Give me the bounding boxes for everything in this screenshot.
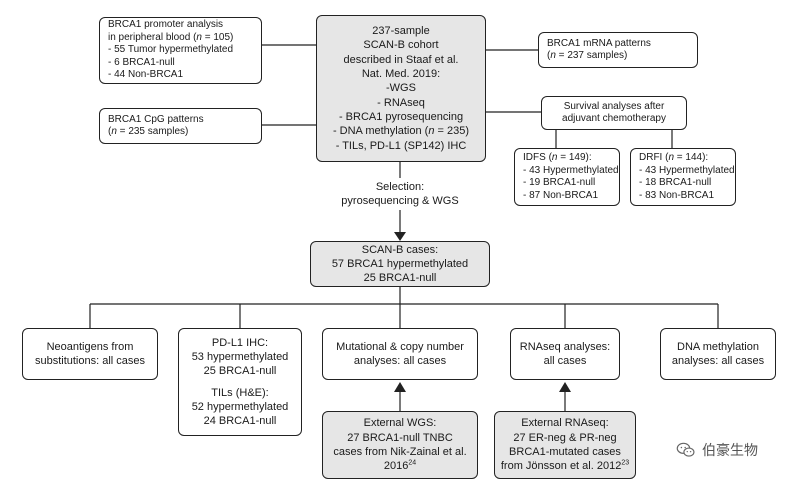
rnaseq-line-1: RNAseq analyses: <box>519 340 611 353</box>
cohort-line-5: -WGS <box>386 82 416 95</box>
cohort-line-6: - RNAseq <box>377 96 425 109</box>
ext-rnaseq-line-2: 27 ER-neg & PR-neg <box>513 431 617 444</box>
tils-line-1: TILs (H&E): <box>211 386 269 399</box>
neoantigens-line-1: Neoantigens from <box>46 340 134 353</box>
mutational-box: Mutational & copy number analyses: all c… <box>322 328 478 380</box>
idfs-box: IDFS (n = 149): - 43 Hypermethylated - 1… <box>514 148 620 206</box>
drfi-box: DRFI (n = 144): - 43 Hypermethylated - 1… <box>630 148 736 206</box>
promoter-line-5: - 44 Non-BRCA1 <box>108 69 184 81</box>
drfi-line-1: DRFI (n = 144): <box>639 152 709 163</box>
mrna-line-1: BRCA1 mRNA patterns <box>547 37 651 49</box>
ext-wgs-line-1: External WGS: <box>363 417 437 430</box>
external-rnaseq-box: External RNAseq: 27 ER-neg & PR-neg BRCA… <box>494 411 636 479</box>
watermark-text: 伯豪生物 <box>702 442 758 458</box>
pdl1-line-3: 25 BRCA1-null <box>203 365 277 378</box>
ext-wgs-line-4: 201624 <box>384 459 416 473</box>
ext-rnaseq-line-1: External RNAseq: <box>521 417 609 430</box>
dnameth-line-1: DNA methylation <box>677 340 759 353</box>
wechat-icon <box>676 442 695 457</box>
ext-rnaseq-line-4: from Jönsson et al. 201223 <box>501 459 629 473</box>
cohort-line-1: 237-sample <box>372 25 430 38</box>
tils-line-3: 24 BRCA1-null <box>203 415 277 428</box>
cpg-line-1: BRCA1 CpG patterns <box>108 113 204 125</box>
mrna-line-2: (n = 237 samples) <box>547 50 628 61</box>
promoter-line-3: - 55 Tumor hypermethylated <box>108 44 234 56</box>
ext-wgs-line-3: cases from Nik-Zainal et al. <box>333 446 467 458</box>
pdl1-line-2: 53 hypermethylated <box>191 350 289 363</box>
scanb-line-3: 25 BRCA1-null <box>363 272 437 285</box>
cohort-line-7: - BRCA1 pyrosequencing <box>338 110 464 123</box>
pdl1-line-1: PD-L1 IHC: <box>211 336 269 349</box>
cohort-line-3: described in Staaf et al. <box>343 53 459 66</box>
survival-line-2: adjuvant chemotherapy <box>562 113 666 124</box>
scanb-cases-box: SCAN-B cases: 57 BRCA1 hypermethylated 2… <box>310 241 490 287</box>
cpg-line-2: (n = 235 samples) <box>108 126 189 137</box>
cohort-line-2: SCAN-B cohort <box>363 39 439 52</box>
watermark: 伯豪生物 <box>676 440 758 460</box>
ext-wgs-ref: 24 <box>408 459 417 467</box>
scanb-line-2: 57 BRCA1 hypermethylated <box>331 257 469 270</box>
ext-wgs-year: 2016 <box>383 460 409 473</box>
scanb-cohort-box: 237-sample SCAN-B cohort described in St… <box>316 15 486 162</box>
cohort-line-9: - TILs, PD-L1 (SP142) IHC <box>335 139 467 152</box>
ext-rnaseq-last: from Jönsson et al. 2012 <box>500 460 622 473</box>
ext-rnaseq-ref: 23 <box>621 459 630 467</box>
neoantigens-box: Neoantigens from substitutions: all case… <box>22 328 158 380</box>
ext-wgs-line-2: 27 BRCA1-null TNBC <box>347 431 453 444</box>
dna-methylation-box: DNA methylation analyses: all cases <box>660 328 776 380</box>
idfs-line-4: - 87 Non-BRCA1 <box>523 189 599 201</box>
mrna-patterns-box: BRCA1 mRNA patterns (n = 237 samples) <box>538 32 698 68</box>
cohort-line-8: - DNA methylation (n = 235) <box>332 125 470 138</box>
idfs-line-2: - 43 Hypermethylated <box>523 164 619 176</box>
promoter-analysis-box: BRCA1 promoter analysis in peripheral bl… <box>99 17 262 84</box>
pdl1-tils-box: PD-L1 IHC: 53 hypermethylated 25 BRCA1-n… <box>178 328 302 436</box>
tils-line-2: 52 hypermethylated <box>191 400 289 413</box>
cohort-line-4: Nat. Med. 2019: <box>361 68 441 81</box>
selection-label: Selection: pyrosequencing & WGS <box>320 180 480 209</box>
ext-rnaseq-line-3: BRCA1-mutated cases <box>509 446 621 458</box>
survival-analyses-box: Survival analyses after adjuvant chemoth… <box>541 96 687 130</box>
survival-line-1: Survival analyses after <box>563 100 665 112</box>
promoter-line-4: - 6 BRCA1-null <box>108 56 175 68</box>
rnaseq-box: RNAseq analyses: all cases <box>510 328 620 380</box>
drfi-line-2: - 43 Hypermethylated <box>639 164 735 176</box>
promoter-line-1: BRCA1 promoter analysis <box>108 19 224 31</box>
mutational-line-1: Mutational & copy number <box>336 340 464 353</box>
dnameth-line-2: analyses: all cases <box>671 355 765 367</box>
drfi-line-3: - 18 BRCA1-null <box>639 177 712 188</box>
external-wgs-box: External WGS: 27 BRCA1-null TNBC cases f… <box>322 411 478 479</box>
scanb-line-1: SCAN-B cases: <box>361 243 439 256</box>
mutational-line-2: analyses: all cases <box>353 355 447 367</box>
selection-line-1: Selection: <box>375 181 425 193</box>
drfi-line-4: - 83 Non-BRCA1 <box>639 189 715 201</box>
rnaseq-line-2: all cases <box>543 355 587 367</box>
idfs-line-1: IDFS (n = 149): <box>523 152 592 163</box>
idfs-line-3: - 19 BRCA1-null <box>523 177 596 188</box>
promoter-line-2: in peripheral blood (n = 105) <box>108 31 234 43</box>
selection-line-2: pyrosequencing & WGS <box>341 195 459 208</box>
neoantigens-line-2: substitutions: all cases <box>34 355 146 367</box>
cpg-patterns-box: BRCA1 CpG patterns (n = 235 samples) <box>99 108 262 144</box>
